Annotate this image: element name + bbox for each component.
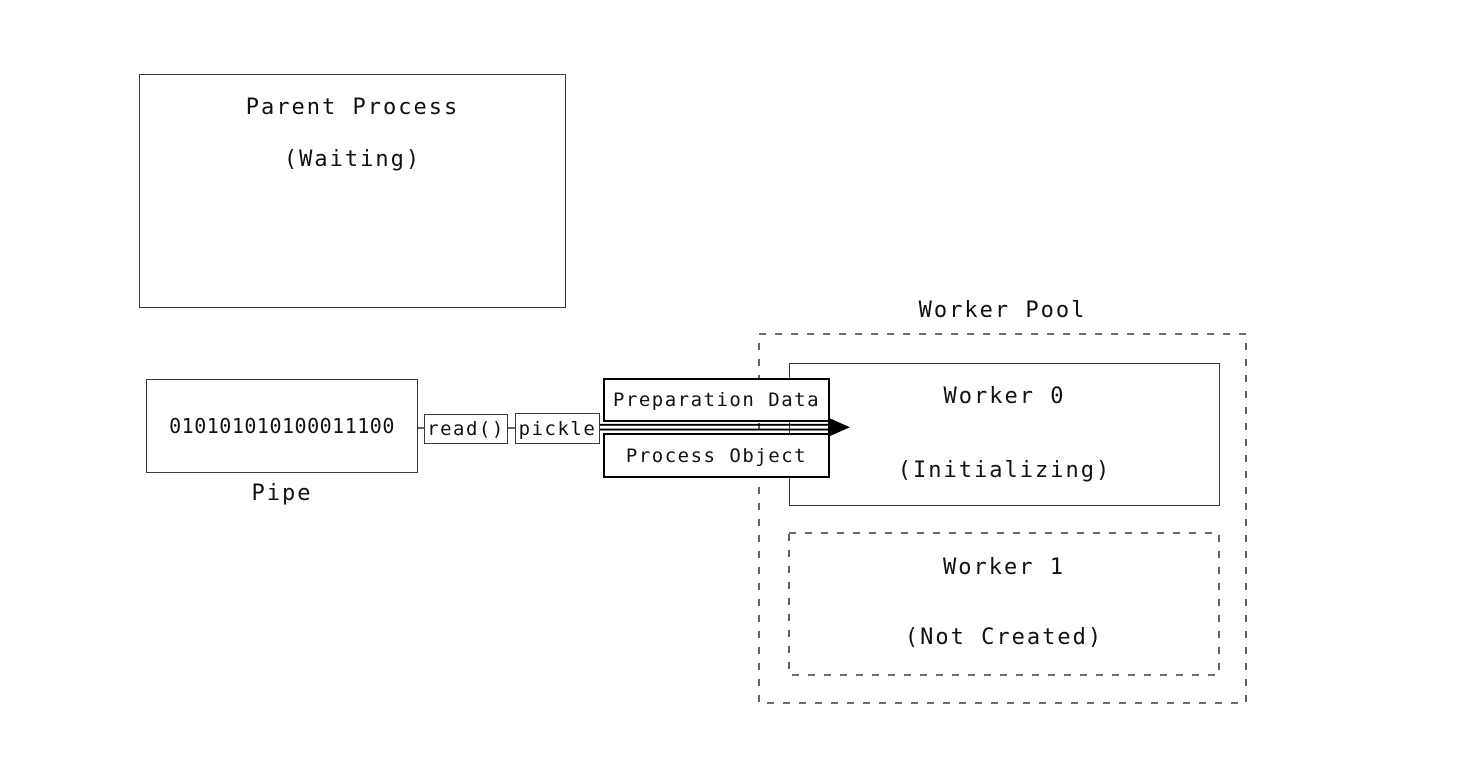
parent-process-status: (Waiting) — [283, 147, 422, 172]
read-call-label: read() — [427, 418, 505, 440]
pipe-label: Pipe — [251, 481, 313, 506]
read-call-box: read() — [424, 414, 508, 444]
preparation-data-box: Preparation Data — [603, 378, 830, 422]
pickle-label: pickle — [518, 417, 597, 440]
preparation-data-label: Preparation Data — [612, 389, 821, 411]
process-object-box: Process Object — [603, 433, 830, 478]
pipe-box: 010101010100011100 — [146, 379, 418, 473]
worker-1-boundary — [788, 532, 1220, 676]
worker-0-status: (Initializing) — [897, 458, 1112, 483]
worker-1-name: Worker 1 — [943, 555, 1065, 580]
process-object-label: Process Object — [625, 444, 808, 467]
pipe-binary-data: 010101010100011100 — [169, 414, 395, 438]
worker-0-box: Worker 0 (Initializing) — [789, 363, 1220, 506]
worker-pool-boundary — [758, 333, 1247, 704]
worker-1-box: Worker 1 (Not Created) — [789, 533, 1219, 675]
parent-process-title: Parent Process — [245, 95, 460, 120]
pickle-box: pickle — [515, 413, 600, 444]
worker-pool-title: Worker Pool — [918, 298, 1087, 323]
worker-0-name: Worker 0 — [943, 384, 1066, 409]
worker-1-status: (Not Created) — [904, 625, 1104, 650]
parent-process-box: Parent Process (Waiting) — [139, 74, 566, 308]
